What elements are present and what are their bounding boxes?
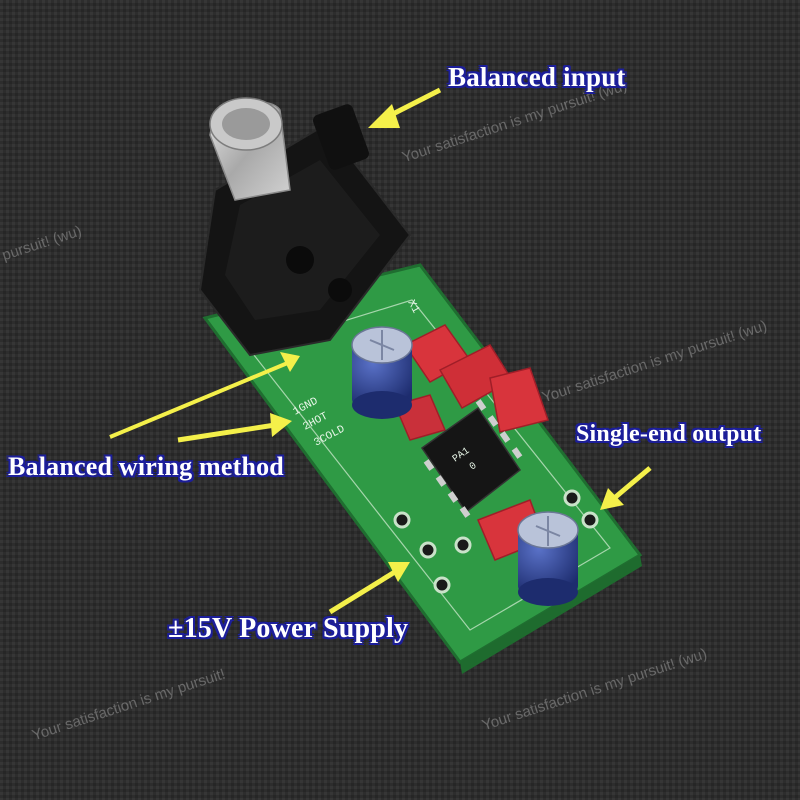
pcb-edge — [460, 555, 642, 674]
pcb-pads — [393, 489, 599, 594]
callout-balanced-wiring: Balanced wiring method — [8, 452, 284, 481]
chip-marking-2: 0 — [468, 461, 479, 473]
callout-balanced-input: Balanced input — [448, 62, 626, 92]
arrow-single-end-output — [600, 466, 652, 510]
pcb-silk-outline — [248, 299, 611, 631]
arrow-power-supply — [328, 562, 410, 615]
callout-power-supply: ±15V Power Supply — [168, 613, 409, 644]
arrow-wiring-1 — [109, 352, 300, 439]
electrolytic-capacitor-1 — [351, 326, 413, 419]
op-amp-chip — [420, 399, 523, 518]
arrow-wiring-2 — [177, 413, 292, 443]
arrow-balanced-input — [368, 87, 442, 128]
electrolytic-capacitor-2 — [517, 511, 579, 606]
silk-connector-ref: X1 — [404, 298, 421, 316]
callout-single-end-output: Single-end output — [576, 421, 762, 447]
xlr-connector — [198, 97, 412, 357]
callout-arrows — [109, 87, 652, 615]
